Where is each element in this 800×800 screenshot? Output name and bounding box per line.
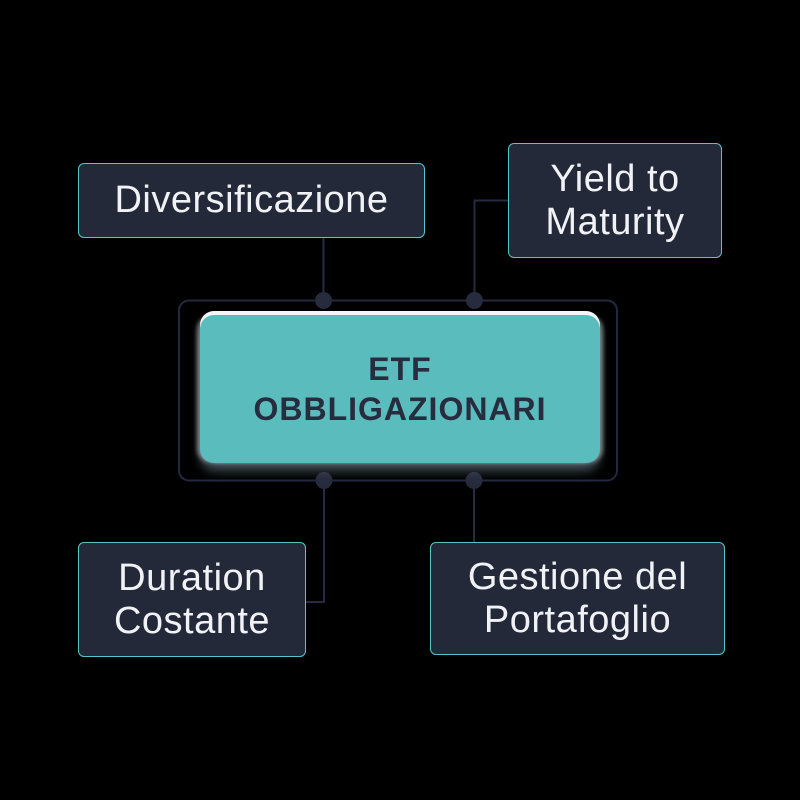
node-gestione-del-portafoglio[interactable]: Gestione del Portafoglio: [430, 542, 725, 655]
node-duration-costante[interactable]: Duration Costante: [78, 542, 306, 657]
node-etf-obbligazionari[interactable]: ETF OBBLIGAZIONARI: [200, 315, 600, 463]
connector-yield-to-maturity: [473, 199, 508, 300]
connection-dot-top-right[interactable]: [466, 292, 483, 309]
connection-dot-top-left[interactable]: [315, 292, 332, 309]
selection-frame: [178, 299, 618, 482]
connection-dot-bottom-left[interactable]: [315, 472, 333, 489]
connector-duration-costante: [306, 481, 325, 603]
node-label: Gestione del Portafoglio: [467, 555, 688, 641]
node-label: Duration Costante: [113, 556, 271, 642]
node-diversificazione[interactable]: Diversificazione: [78, 163, 425, 238]
node-label: Diversificazione: [114, 179, 389, 222]
central-node-label: ETF OBBLIGAZIONARI: [253, 351, 547, 427]
node-label: Yield to Maturity: [545, 157, 685, 243]
connection-dot-bottom-right[interactable]: [465, 472, 483, 489]
node-yield-to-maturity[interactable]: Yield to Maturity: [508, 143, 722, 258]
